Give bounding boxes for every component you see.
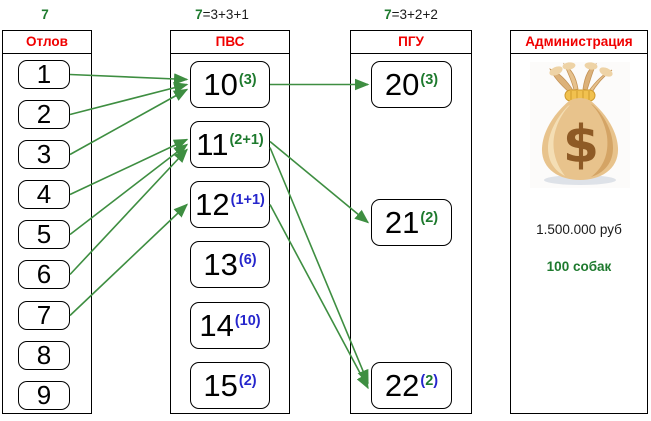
count-value: 7	[41, 7, 49, 22]
flow-box-2: 2	[18, 99, 70, 129]
admin-dogs-label: 100 собак	[546, 259, 612, 274]
box-number: 10	[203, 66, 238, 102]
flow-box-13: 13(6)	[190, 241, 270, 288]
flow-box-10: 10(3)	[190, 61, 270, 108]
count-label-otlov: 7	[2, 6, 88, 24]
flow-box-22: 22(2)	[371, 362, 452, 409]
box-number: 21	[384, 204, 420, 240]
flow-box-12: 12(1+1)	[190, 181, 270, 228]
box-number: 8	[36, 340, 52, 370]
box-annotation: (10)	[234, 312, 261, 329]
box-number: 13	[203, 246, 238, 282]
box-number: 2	[36, 99, 52, 129]
column-pvs-title: ПВС	[171, 31, 289, 54]
box-annotation: (2)	[238, 372, 257, 389]
column-admin: Администрация	[510, 30, 648, 414]
column-pgu-title: ПГУ	[351, 31, 471, 54]
flow-box-6: 6	[18, 259, 70, 289]
count-value: 7	[384, 7, 392, 22]
flow-box-20: 20(3)	[371, 61, 452, 108]
flow-box-3: 3	[18, 139, 70, 169]
admin-amount-label: 1.500.000 руб	[536, 222, 622, 237]
column-otlov-title: Отлов	[3, 31, 91, 54]
flow-box-8: 8	[18, 340, 70, 370]
count-label-pgu: 7=3+2+2	[350, 6, 472, 24]
box-number: 1	[36, 59, 52, 89]
column-admin-title: Администрация	[511, 31, 647, 54]
box-number: 20	[384, 66, 420, 102]
box-annotation: (1+1)	[230, 191, 265, 208]
flow-box-21: 21(2)	[371, 199, 452, 246]
box-annotation: (2)	[420, 209, 439, 226]
box-number: 22	[384, 367, 420, 403]
column-admin-body: $ 1.500.000 руб 100 собак	[511, 54, 647, 414]
box-annotation: (3)	[238, 71, 257, 88]
box-annotation: (2+1)	[229, 131, 264, 148]
flow-box-4: 4	[18, 179, 70, 209]
svg-text:$: $	[563, 115, 599, 175]
flow-box-11: 11(2+1)	[190, 121, 270, 168]
flow-box-9: 9	[18, 380, 70, 410]
box-annotation: (6)	[238, 251, 257, 268]
box-number: 7	[36, 300, 52, 330]
box-number: 3	[36, 139, 52, 169]
box-number: 15	[203, 367, 238, 403]
box-number: 11	[196, 126, 229, 162]
box-number: 14	[199, 307, 234, 343]
count-label-pvs: 7=3+3+1	[162, 6, 282, 24]
flow-box-14: 14(10)	[190, 302, 270, 349]
box-annotation: (2)	[420, 372, 439, 389]
box-number: 6	[36, 259, 52, 289]
box-number: 5	[36, 219, 52, 249]
flow-box-7: 7	[18, 300, 70, 330]
flow-box-1: 1	[18, 59, 70, 89]
box-number: 4	[36, 179, 52, 209]
flow-box-15: 15(2)	[190, 362, 270, 409]
count-formula: =3+3+1	[202, 7, 249, 22]
count-formula: =3+2+2	[391, 7, 438, 22]
money-bag-icon: $	[530, 62, 630, 188]
box-number: 12	[195, 186, 230, 222]
flow-box-5: 5	[18, 219, 70, 249]
box-annotation: (3)	[420, 71, 439, 88]
count-value: 7	[195, 7, 203, 22]
box-number: 9	[36, 380, 52, 410]
